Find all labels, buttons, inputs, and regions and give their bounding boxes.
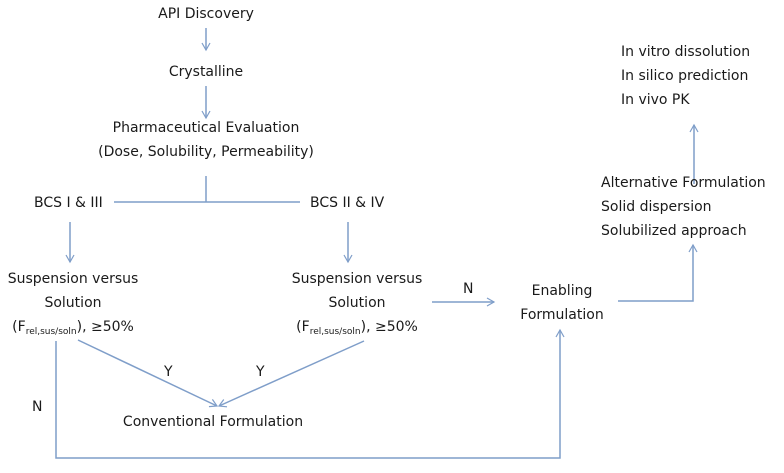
arrow-left-no-to-enabling	[55, 328, 565, 459]
f-prefix: (F	[296, 319, 310, 335]
node-bcs-1-3: BCS I & III	[34, 195, 103, 211]
pharma-eval-criteria: (Dose, Solubility, Permeability)	[98, 144, 314, 160]
suspension-left-criterion: (Frel,sus/soln), ≥50%	[8, 315, 139, 339]
arrow-left-yes-to-conventional	[77, 339, 219, 408]
eval-in-silico: In silico prediction	[621, 68, 749, 84]
suspension-right-line2: Solution	[328, 295, 386, 311]
node-suspension-right: Suspension versus Solution (Frel,sus/sol…	[292, 267, 423, 339]
enabling-line2: Formulation	[520, 307, 604, 323]
edge-label-left-no: N	[32, 399, 43, 415]
node-conventional-formulation: Conventional Formulation	[122, 414, 304, 430]
f-suffix: ), ≥50%	[76, 319, 134, 335]
alternative-solubilized-approach: Solubilized approach	[601, 223, 747, 239]
suspension-right-criterion: (Frel,sus/soln), ≥50%	[292, 315, 423, 339]
node-alternative-formulation: Alternative Formulation Solid dispersion…	[601, 171, 766, 243]
pharma-eval-title: Pharmaceutical Evaluation	[112, 120, 300, 136]
node-evaluation-methods: In vitro dissolution In silico predictio…	[621, 40, 750, 112]
f-prefix: (F	[12, 319, 26, 335]
node-crystalline: Crystalline	[168, 64, 244, 80]
node-enabling-formulation: Enabling Formulation	[520, 279, 603, 327]
alternative-title: Alternative Formulation	[601, 175, 766, 191]
f-subscript: rel,sus/soln	[309, 327, 361, 337]
suspension-right-line1: Suspension versus	[291, 271, 423, 287]
node-api-discovery: API Discovery	[158, 6, 254, 22]
f-subscript: rel,sus/soln	[25, 327, 77, 337]
alternative-solid-dispersion: Solid dispersion	[601, 199, 712, 215]
node-suspension-left: Suspension versus Solution (Frel,sus/sol…	[8, 267, 139, 339]
suspension-left-line2: Solution	[44, 295, 102, 311]
edge-label-right-yes: Y	[256, 364, 265, 380]
enabling-line1: Enabling	[531, 283, 593, 299]
arrow-right-yes-to-conventional	[217, 340, 365, 408]
edge-label-left-yes: Y	[164, 364, 173, 380]
arrow-enabling-to-alternative	[618, 243, 698, 302]
eval-in-vitro: In vitro dissolution	[621, 44, 751, 60]
node-pharmaceutical-evaluation: Pharmaceutical Evaluation (Dose, Solubil…	[98, 116, 314, 164]
f-suffix: ), ≥50%	[360, 319, 418, 335]
suspension-left-line1: Suspension versus	[7, 271, 139, 287]
node-bcs-2-4: BCS II & IV	[310, 195, 385, 211]
eval-in-vivo: In vivo PK	[621, 92, 690, 108]
edge-label-right-no: N	[463, 281, 474, 297]
